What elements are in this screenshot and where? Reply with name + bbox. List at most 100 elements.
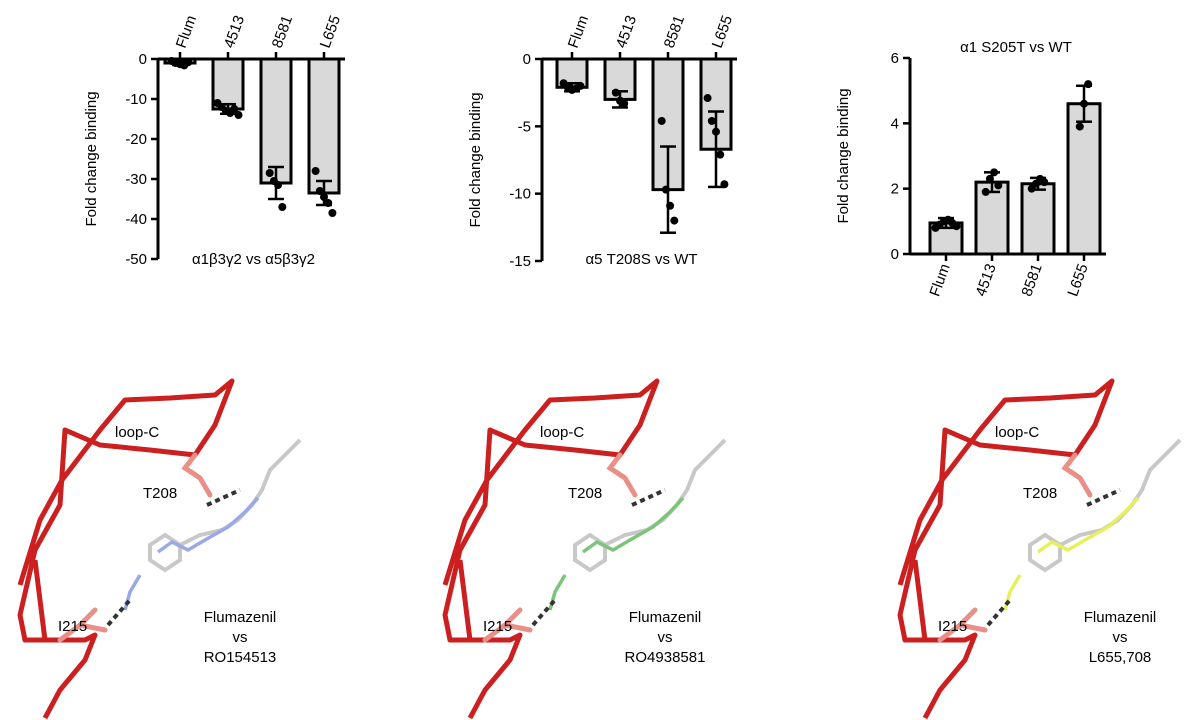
flumazenil-ligand xyxy=(1028,438,1182,573)
x-tick-label: Flum xyxy=(926,262,953,299)
data-point xyxy=(324,199,333,207)
data-point xyxy=(703,94,712,103)
data-point xyxy=(657,116,666,125)
residue-I215-sidechain xyxy=(937,607,988,643)
residue-T208-sidechain xyxy=(1061,452,1093,498)
data-point xyxy=(985,174,994,183)
data-point xyxy=(265,169,274,177)
data-point xyxy=(1084,80,1093,89)
data-point xyxy=(716,150,725,159)
y-tick-label: -10 xyxy=(125,91,147,108)
protein-backbone-segment xyxy=(457,559,473,641)
residue-label-top: T208 xyxy=(1023,485,1057,502)
hbond-T208 xyxy=(631,488,666,507)
residue-T208-sidechain xyxy=(181,452,213,498)
y-axis-label: Fold change binding xyxy=(835,88,852,223)
y-tick-label: 2 xyxy=(891,181,899,198)
y-tick-label: -50 xyxy=(125,251,147,268)
y-tick-label: 0 xyxy=(523,51,531,68)
y-tick-label: -15 xyxy=(509,253,531,270)
data-point xyxy=(666,201,675,210)
residue-label-top: T208 xyxy=(143,485,177,502)
protein-backbone-segment xyxy=(912,559,928,641)
residue-label-bottom: I215 xyxy=(58,618,87,635)
data-point xyxy=(1075,122,1084,131)
protein-backbone-segment xyxy=(32,559,48,641)
data-point xyxy=(994,181,1003,190)
x-tick-label: 4513 xyxy=(972,262,999,299)
data-point xyxy=(707,116,716,125)
protein-backbone xyxy=(442,378,660,720)
y-tick-label: 6 xyxy=(891,50,899,67)
protein-backbone xyxy=(897,378,1115,720)
hbond-I215 xyxy=(986,598,1012,627)
structure-caption-line: Flumazenil xyxy=(629,609,702,626)
data-point xyxy=(712,127,720,136)
data-point xyxy=(184,58,193,67)
chart-annotation: α1β3γ2 vs α5β3γ2 xyxy=(192,251,315,268)
residue-label-bottom: I215 xyxy=(938,618,967,635)
data-point xyxy=(274,181,283,189)
x-tick-label: 4513 xyxy=(613,13,640,50)
y-tick-label: -30 xyxy=(125,171,147,188)
structure-caption-line: Flumazenil xyxy=(1084,609,1157,626)
flumazenil-ligand xyxy=(148,438,302,573)
comparison-ligand xyxy=(123,496,260,611)
data-point xyxy=(230,105,239,113)
loop-c-label: loop-C xyxy=(995,424,1039,441)
x-tick-label: L655 xyxy=(709,13,736,50)
y-tick-label: 4 xyxy=(891,115,899,132)
bar-8581 xyxy=(1020,182,1056,256)
x-tick-label: 8581 xyxy=(1018,262,1045,299)
y-tick-label: -20 xyxy=(125,131,147,148)
data-point xyxy=(670,216,679,225)
comparison-ligand xyxy=(548,496,685,611)
residue-I215-sidechain xyxy=(482,607,533,643)
loop-c-label: loop-C xyxy=(540,424,584,441)
y-tick-label: -10 xyxy=(509,186,531,203)
flumazenil-ligand xyxy=(573,438,727,573)
x-tick-label: L655 xyxy=(317,13,344,50)
structure-caption-line: vs xyxy=(1113,629,1128,646)
y-tick-label: -40 xyxy=(125,211,147,228)
structure-caption-line: Flumazenil xyxy=(204,609,277,626)
structure-caption-line: vs xyxy=(233,629,248,646)
residue-label-bottom: I215 xyxy=(483,618,512,635)
loop-c-label: loop-C xyxy=(115,424,159,441)
chart-annotation: α5 T208S vs WT xyxy=(585,251,697,268)
structure-caption-line: vs xyxy=(658,629,673,646)
data-point xyxy=(315,187,324,195)
data-point xyxy=(1040,178,1049,187)
hbond-T208 xyxy=(1086,488,1121,507)
data-point xyxy=(1080,99,1088,108)
data-point xyxy=(328,209,337,217)
y-tick-label: -5 xyxy=(518,118,531,135)
hbond-I215 xyxy=(531,598,557,627)
x-tick-label: 8581 xyxy=(661,13,688,50)
data-point xyxy=(278,203,287,211)
data-point xyxy=(661,185,670,194)
data-point xyxy=(620,99,629,108)
bar-L655 xyxy=(1066,102,1102,256)
x-tick-label: 8581 xyxy=(269,13,296,50)
data-point xyxy=(576,81,585,90)
y-axis-label: Fold change binding xyxy=(467,92,484,227)
y-tick-label: 0 xyxy=(891,246,899,263)
chart-title: α1 S205T vs WT xyxy=(960,39,1072,56)
structure-caption-line: RO4938581 xyxy=(625,649,706,666)
protein-backbone xyxy=(17,378,235,720)
hbond-T208 xyxy=(206,488,241,507)
data-point xyxy=(311,167,320,175)
structure-caption-line: RO154513 xyxy=(204,649,277,666)
data-point xyxy=(320,193,328,201)
residue-label-top: T208 xyxy=(568,485,602,502)
residue-T208-sidechain xyxy=(606,452,638,498)
bar-8581 xyxy=(259,57,293,185)
